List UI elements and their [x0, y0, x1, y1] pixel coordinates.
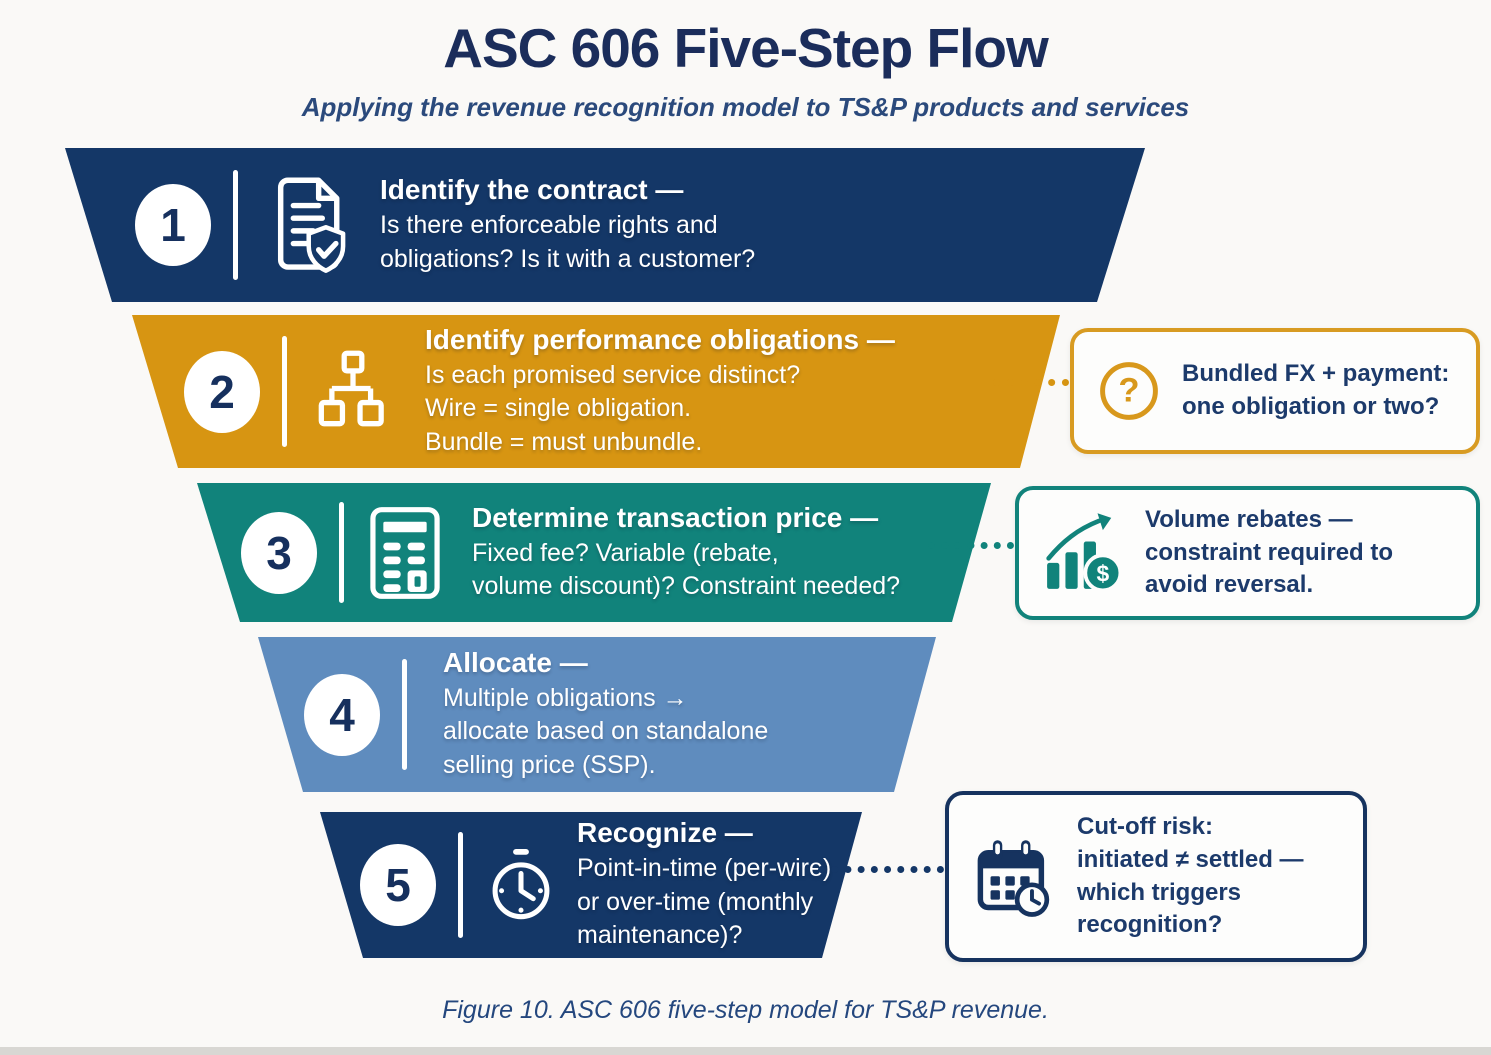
- step-line: Is there enforceable rights and: [380, 211, 718, 239]
- callout-line: which triggers: [1077, 878, 1242, 906]
- dotted-connector-step2: [993, 379, 1069, 386]
- step-divider: [339, 502, 344, 602]
- callout-line: Volume rebates —: [1145, 506, 1353, 534]
- step-divider: [458, 832, 463, 937]
- hierarchy-icon: [309, 348, 397, 436]
- callout-line: Cut-off risk:: [1077, 813, 1213, 841]
- step-number-badge: 2: [184, 351, 260, 433]
- callout-line: one obligation or two?: [1182, 393, 1440, 420]
- document-shield-icon: [260, 173, 352, 277]
- clock-icon: [485, 847, 557, 923]
- step-heading: Allocate —: [443, 646, 588, 678]
- callout-text-block: Cut-off risk: initiated ≠ settled — whic…: [1077, 811, 1304, 942]
- figure-caption: Figure 10. ASC 606 five-step model for T…: [442, 996, 1049, 1024]
- step-heading: Identify the contract —: [380, 174, 684, 205]
- step-divider: [282, 336, 287, 446]
- step-line: maintenance)?: [577, 921, 743, 950]
- dotted-connector-step5: [818, 866, 944, 873]
- step-divider: [402, 659, 407, 771]
- callout-line: Bundled FX + payment:: [1182, 360, 1450, 388]
- funnel-step-5: 5 Recognize — Point-in-time (per-wire) o…: [320, 812, 862, 958]
- step-heading: Determine transaction price —: [472, 501, 879, 533]
- callout-cutoff-risk: Cut-off risk: initiated ≠ settled — whic…: [945, 791, 1367, 962]
- callout-line: avoid reversal.: [1145, 571, 1314, 599]
- step-line: Fixed fee? Variable (rebate,: [472, 538, 779, 567]
- funnel-step-3: 3 Determine transaction price — Fixed fe…: [197, 483, 991, 622]
- step-line: Is each promised service distinct?: [425, 360, 801, 389]
- dotted-connector-step3: [928, 542, 1014, 549]
- chart-coin-icon: $: [1041, 511, 1125, 595]
- funnel-step-4: 4 Allocate — Multiple obligations → allo…: [258, 637, 936, 792]
- callout-line: constraint required to: [1145, 538, 1394, 566]
- step-line: selling price (SSP).: [443, 750, 656, 779]
- calendar-clock-icon: [971, 834, 1057, 920]
- svg-text:$: $: [1096, 560, 1109, 586]
- bottom-border: [0, 1047, 1491, 1055]
- step-number-badge: 3: [241, 512, 317, 594]
- page-subtitle: Applying the revenue recognition model t…: [301, 92, 1190, 122]
- step-line: Bundle = must unbundle.: [425, 427, 703, 456]
- step-text-block: Identify the contract — Is there enforce…: [380, 174, 755, 276]
- step-line: or over-time (monthly: [577, 887, 814, 916]
- step-text-block: Identify performance obligations — Is ea…: [425, 324, 895, 460]
- callout-line: initiated ≠ settled —: [1077, 845, 1304, 873]
- callout-text-block: Bundled FX + payment: one obligation or …: [1182, 358, 1449, 423]
- step-line: allocate based on standalone: [443, 717, 769, 746]
- svg-text:?: ?: [1118, 372, 1139, 410]
- step-line: Wire = single obligation.: [425, 394, 692, 423]
- step-text-block: Determine transaction price — Fixed fee?…: [472, 502, 900, 604]
- step-divider: [233, 170, 238, 281]
- step-line: volume discount)? Constraint needed?: [472, 572, 901, 600]
- step-heading: Identify performance obligations —: [425, 323, 895, 355]
- step-heading: Recognize —: [577, 817, 753, 849]
- callout-line: recognition?: [1077, 911, 1223, 939]
- callout-text-block: Volume rebates — constraint required to …: [1145, 504, 1393, 602]
- step-number-badge: 5: [360, 844, 436, 926]
- step-line: Point-in-time (per-wire): [577, 854, 832, 883]
- step-number-badge: 1: [135, 184, 211, 266]
- question-circle-icon: ?: [1096, 358, 1162, 424]
- callout-bundled-fx: ? Bundled FX + payment: one obligation o…: [1070, 328, 1480, 454]
- step-text-block: Allocate — Multiple obligations → alloca…: [443, 647, 768, 783]
- step-number-badge: 4: [304, 674, 380, 756]
- step-line: obligations? Is it with a customer?: [380, 244, 756, 273]
- step-text-block: Recognize — Point-in-time (per-wire) or …: [577, 817, 831, 953]
- step-line: Multiple obligations →: [443, 683, 688, 712]
- page-title: ASC 606 Five-Step Flow: [443, 17, 1049, 79]
- funnel-step-2: 2 Identify performance obligations — Is …: [132, 315, 1060, 468]
- funnel-step-1: 1 Identify the contract — Is there enfor…: [65, 148, 1145, 302]
- callout-volume-rebates: $ Volume rebates — constraint required t…: [1015, 486, 1480, 620]
- calculator-icon: [366, 504, 444, 602]
